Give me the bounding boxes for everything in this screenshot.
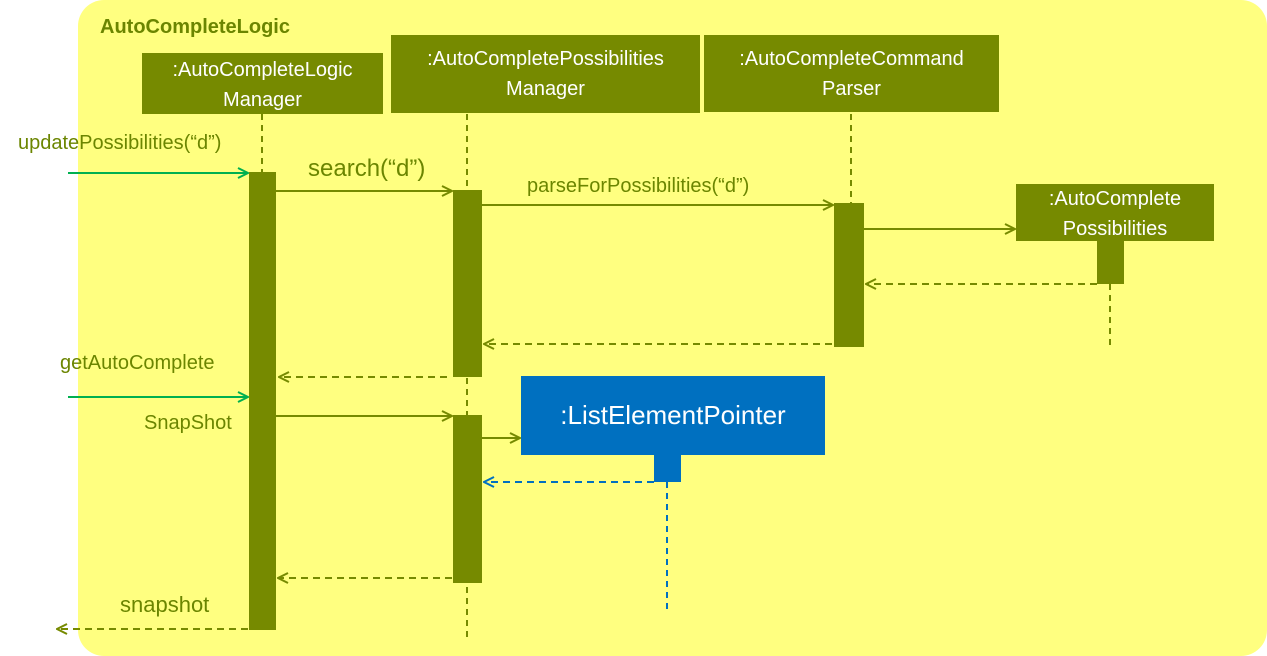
- frame-label: AutoCompleteLogic: [100, 16, 290, 38]
- activation-list-pointer: [654, 455, 681, 482]
- lifeline-head-list-pointer: :ListElementPointer: [521, 376, 825, 455]
- label-snapshot-call: SnapShot: [144, 412, 232, 434]
- label-search: search(“d”): [308, 155, 426, 182]
- label-snapshot-return: snapshot: [120, 592, 210, 617]
- label-parse-for-possibilities: parseForPossibilities(“d”): [527, 175, 750, 197]
- activation-logic-manager: [249, 172, 276, 630]
- lifeline-head-possibilities: :AutoComplete Possibilities: [1016, 184, 1214, 241]
- activation-possibilities-manager-1: [453, 190, 482, 377]
- lifeline-head-possibilities-manager: :AutoCompletePossibilities Manager: [391, 35, 700, 113]
- activation-command-parser: [834, 203, 864, 347]
- lifeline-head-logic-manager: :AutoCompleteLogic Manager: [142, 53, 383, 114]
- label-get-autocomplete: getAutoComplete: [60, 352, 215, 374]
- lifeline-head-command-parser: :AutoCompleteCommand Parser: [704, 35, 999, 112]
- activation-possibilities-manager-2: [453, 415, 482, 583]
- activation-possibilities: [1097, 240, 1124, 284]
- label-update-possibilities: updatePossibilities(“d”): [18, 132, 222, 154]
